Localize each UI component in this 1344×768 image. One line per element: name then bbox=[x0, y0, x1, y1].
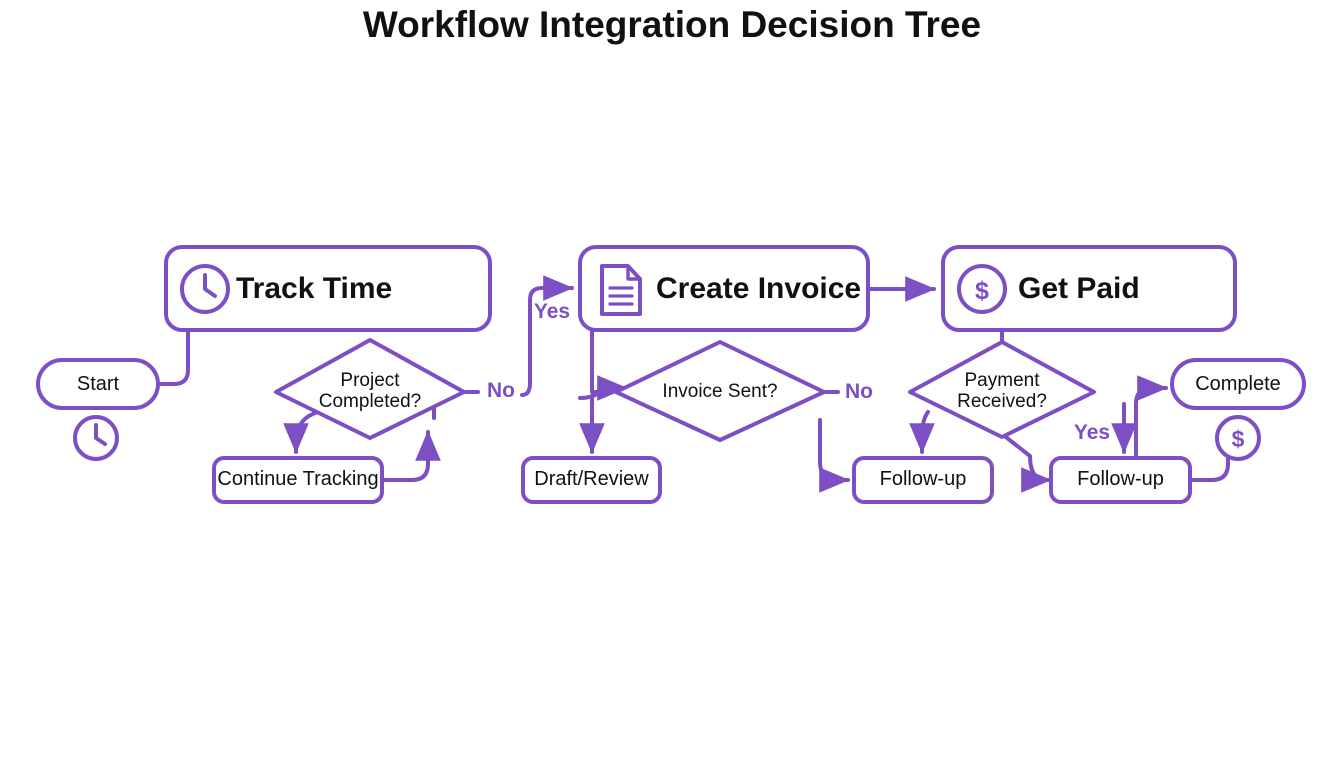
node-project-completed-shape bbox=[274, 338, 466, 440]
node-start-shape bbox=[36, 358, 160, 410]
node-complete-shape bbox=[1170, 358, 1306, 410]
edge-payment-to-follow-up-left bbox=[909, 410, 935, 454]
page-title: Workflow Integration Decision Tree bbox=[362, 4, 982, 45]
node-start[interactable] bbox=[38, 360, 158, 408]
node-invoice-sent-shape bbox=[614, 340, 826, 442]
node-follow-up-left-shape bbox=[852, 456, 994, 504]
edge-continue-tracking-back-to-project bbox=[380, 430, 441, 482]
node-continue-tracking-shape bbox=[212, 456, 384, 504]
node-get-paid-shape bbox=[941, 245, 1237, 332]
node-draft-review[interactable] bbox=[523, 458, 660, 502]
dollar-circle-icon bbox=[957, 264, 1007, 314]
edge-invoice-no-to-follow-up-left bbox=[818, 418, 850, 493]
edge-no-to-create-invoice bbox=[520, 275, 574, 397]
node-continue-tracking[interactable] bbox=[214, 458, 382, 502]
svg-text:$: $ bbox=[1232, 426, 1245, 452]
node-create-invoice[interactable] bbox=[580, 247, 868, 330]
edge-start-to-track-time bbox=[156, 328, 190, 386]
svg-text:$: $ bbox=[975, 277, 989, 305]
clock-circle-icon bbox=[180, 264, 230, 314]
node-create-invoice-shape bbox=[578, 245, 870, 332]
edge-label-project-no: No bbox=[487, 379, 515, 402]
edge-label-create-invoice-yes: Yes bbox=[533, 300, 571, 323]
node-track-time-shape bbox=[164, 245, 492, 332]
edge-payment-to-follow-up-right bbox=[1000, 432, 1052, 493]
node-complete[interactable] bbox=[1172, 360, 1304, 408]
node-project-completed[interactable] bbox=[276, 340, 464, 438]
document-icon bbox=[600, 264, 642, 316]
node-follow-up-left[interactable] bbox=[854, 458, 992, 502]
edge-to-complete bbox=[1134, 375, 1168, 472]
node-payment-received[interactable] bbox=[910, 342, 1094, 437]
node-track-time[interactable] bbox=[166, 247, 490, 330]
dollar-circle-icon bbox=[1215, 415, 1261, 461]
complete-dollar-icon bbox=[1217, 417, 1259, 459]
edge-label-invoice-sent-no: No bbox=[845, 380, 873, 403]
edge-into-invoice-sent bbox=[578, 375, 628, 401]
node-follow-up-right[interactable] bbox=[1051, 458, 1190, 502]
edge-create-invoice-down bbox=[590, 328, 614, 394]
node-get-paid[interactable] bbox=[943, 247, 1235, 330]
node-draft-review-shape bbox=[521, 456, 662, 504]
node-follow-up-right-shape bbox=[1049, 456, 1192, 504]
edge-project-to-continue-tracking bbox=[283, 410, 320, 454]
node-invoice-sent[interactable] bbox=[616, 342, 824, 440]
node-payment-received-shape bbox=[908, 340, 1096, 439]
edge-label-payment-yes: Yes bbox=[1073, 421, 1111, 444]
start-clock-icon bbox=[75, 417, 117, 459]
edge-follow-up-right-to-complete-badge bbox=[1188, 428, 1230, 482]
